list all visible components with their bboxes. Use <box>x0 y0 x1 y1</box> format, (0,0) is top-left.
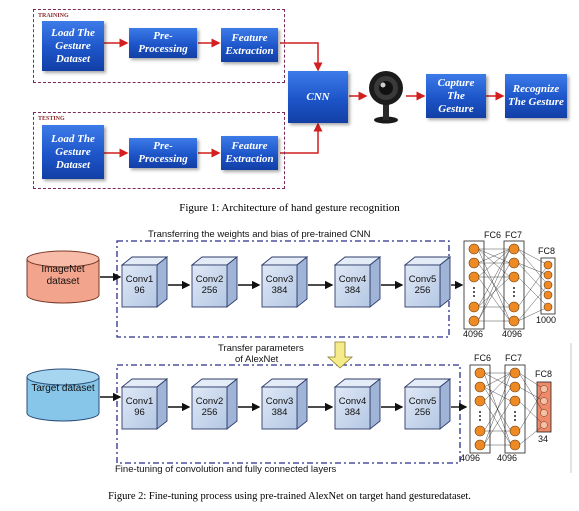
target-cylinder <box>26 368 100 422</box>
capture-gesture-box: Capture The Gesture <box>426 74 486 118</box>
top-fc6-count: 4096 <box>463 329 484 339</box>
bottom-conv4-size: 384 <box>344 407 361 418</box>
target-text: Target dataset <box>31 383 95 394</box>
top-conv3-name: Conv3 <box>265 274 294 285</box>
bottom-fc6-label: FC6 <box>474 353 492 363</box>
transfer-arrow <box>326 341 354 369</box>
bottom-conv2-name: Conv2 <box>195 396 224 407</box>
top-fc7-count: 4096 <box>502 329 523 339</box>
imagenet-label: ImageNet dataset <box>27 264 99 288</box>
test-preprocessing-box: Pre-Processing <box>129 138 197 168</box>
top-fc7-frame <box>503 240 525 330</box>
target-label: Target dataset <box>27 383 99 395</box>
top-fc8-count: 1000 <box>536 315 557 325</box>
bottom-fc8-label: FC8 <box>535 369 553 379</box>
top-conv1-size: 96 <box>134 285 145 296</box>
bottom-fc6-frame <box>469 364 491 454</box>
top-fc-layers <box>463 240 556 330</box>
top-conv5-size: 256 <box>414 285 431 296</box>
top-fc8-frame <box>540 257 556 315</box>
testing-group <box>33 112 285 189</box>
figure-2-graphics <box>26 240 572 473</box>
top-conv1-block <box>120 256 169 308</box>
bottom-network-frame <box>116 364 461 464</box>
bottom-conv2-size: 256 <box>201 407 218 418</box>
top-conv1-name: Conv1 <box>125 274 154 285</box>
bottom-conv3-size: 384 <box>271 407 288 418</box>
transfer-line-1: Transfer parameters <box>218 343 304 354</box>
top-frame-title: Transferring the weights and bias of pre… <box>148 229 371 240</box>
imagenet-text: ImageNet dataset <box>41 264 85 287</box>
top-conv2-size: 256 <box>201 285 218 296</box>
bottom-fc7-count: 4096 <box>497 453 518 463</box>
top-conv3-block <box>260 256 309 308</box>
top-conv4-block <box>333 256 382 308</box>
arrow-test-to-cnn <box>280 122 323 154</box>
train-feature-extraction-box: Feature Extraction <box>221 28 278 62</box>
bottom-fc-layers <box>469 364 552 454</box>
bottom-fc7-label: FC7 <box>505 353 523 363</box>
top-conv-blocks <box>120 256 452 308</box>
figure-2: Transferring the weights and bias of pre… <box>0 225 579 511</box>
bottom-fc7-frame <box>504 364 526 454</box>
top-fc6-label: FC6 <box>484 230 502 240</box>
bottom-conv2-block <box>190 378 239 430</box>
recognize-gesture-box: Recognize The Gesture <box>505 74 567 118</box>
bottom-fc8-count: 34 <box>538 434 549 444</box>
test-feature-extraction-box: Feature Extraction <box>221 136 278 170</box>
arrow-train-to-cnn <box>280 42 323 72</box>
webcam-icon <box>369 71 403 124</box>
cnn-box: CNN <box>288 71 348 123</box>
test-load-dataset-box: Load The Gesture Dataset <box>42 125 104 179</box>
top-conv4-name: Conv4 <box>338 274 367 285</box>
bottom-conv5-name: Conv5 <box>408 396 437 407</box>
top-conv2-block <box>190 256 239 308</box>
top-conv5-block <box>403 256 452 308</box>
figure-2-caption: Figure 2: Fine-tuning process using pre-… <box>108 491 471 502</box>
testing-label: TESTING <box>38 116 65 122</box>
figure-1: TRAINING Load The Gesture Dataset Pre-Pr… <box>0 0 579 225</box>
bottom-conv3-block <box>260 378 309 430</box>
top-fc8-label: FC8 <box>538 246 556 256</box>
training-group <box>33 9 285 83</box>
bottom-conv5-size: 256 <box>414 407 431 418</box>
figure-1-arrows <box>103 38 505 158</box>
top-fc7-label: FC7 <box>505 230 523 240</box>
top-conv5-name: Conv5 <box>408 274 437 285</box>
top-conv4-size: 384 <box>344 285 361 296</box>
figure-1-caption: Figure 1: Architecture of hand gesture r… <box>179 202 400 214</box>
bottom-conv1-size: 96 <box>134 407 145 418</box>
bottom-conv1-name: Conv1 <box>125 396 154 407</box>
bottom-fc6-count: 4096 <box>460 453 481 463</box>
top-conv3-size: 384 <box>271 285 288 296</box>
finetune-label: Fine-tuning of convolution and fully con… <box>115 464 337 475</box>
transfer-line-2: of AlexNet <box>235 354 279 365</box>
training-label: TRAINING <box>38 13 69 19</box>
bottom-conv4-block <box>333 378 382 430</box>
bottom-conv-blocks <box>120 378 452 430</box>
train-load-dataset-box: Load The Gesture Dataset <box>42 21 104 71</box>
imagenet-cylinder <box>26 250 100 304</box>
bottom-conv1-block <box>120 378 169 430</box>
train-preprocessing-box: Pre-Processing <box>129 28 197 58</box>
bottom-conv5-block <box>403 378 452 430</box>
top-conv2-name: Conv2 <box>195 274 224 285</box>
bottom-conv4-name: Conv4 <box>338 396 367 407</box>
transfer-parameters-label: Transfer parameters of AlexNet <box>218 343 304 365</box>
bottom-conv3-name: Conv3 <box>265 396 294 407</box>
